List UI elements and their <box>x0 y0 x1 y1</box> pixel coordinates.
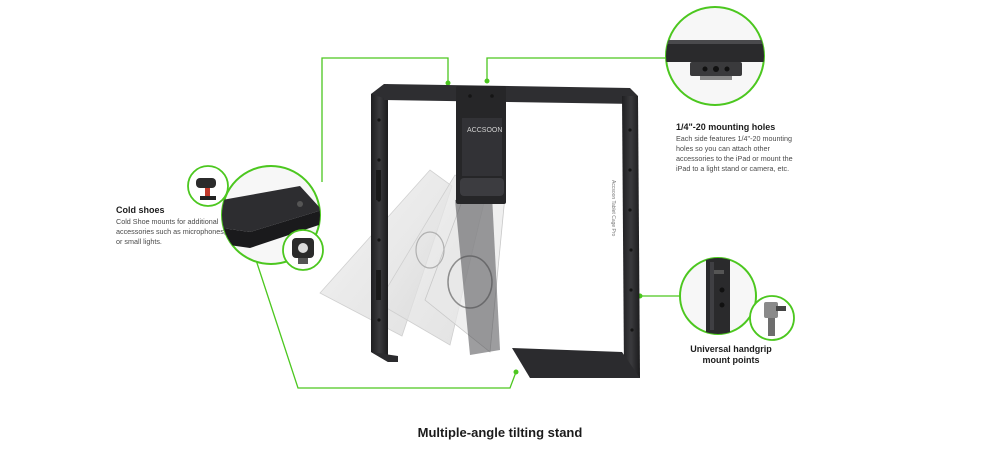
cold-shoes-description: Cold Shoe mounts for additional accessor… <box>116 217 226 246</box>
cold-shoes-title: Cold shoes <box>116 205 165 215</box>
mounting-holes-description: Each side features 1/4"-20 mounting hole… <box>676 134 793 173</box>
handgrip-callout <box>679 257 795 341</box>
mounting-holes-title: 1/4"-20 mounting holes <box>676 122 776 132</box>
mounting-holes-callout <box>665 6 765 106</box>
page-caption: Multiple-angle tilting stand <box>417 425 583 440</box>
cold-shoe-callout <box>187 165 324 271</box>
side-brand-text: Accsoon Tablet Cage Pro <box>610 180 616 237</box>
handgrip-title: Universal handgrip mount points <box>690 344 772 365</box>
cage-frame: Accsoon Tablet Cage Pro ACCSOON <box>371 84 640 378</box>
brand-logo: ACCSOON <box>467 127 502 134</box>
callout-lines <box>255 57 680 389</box>
